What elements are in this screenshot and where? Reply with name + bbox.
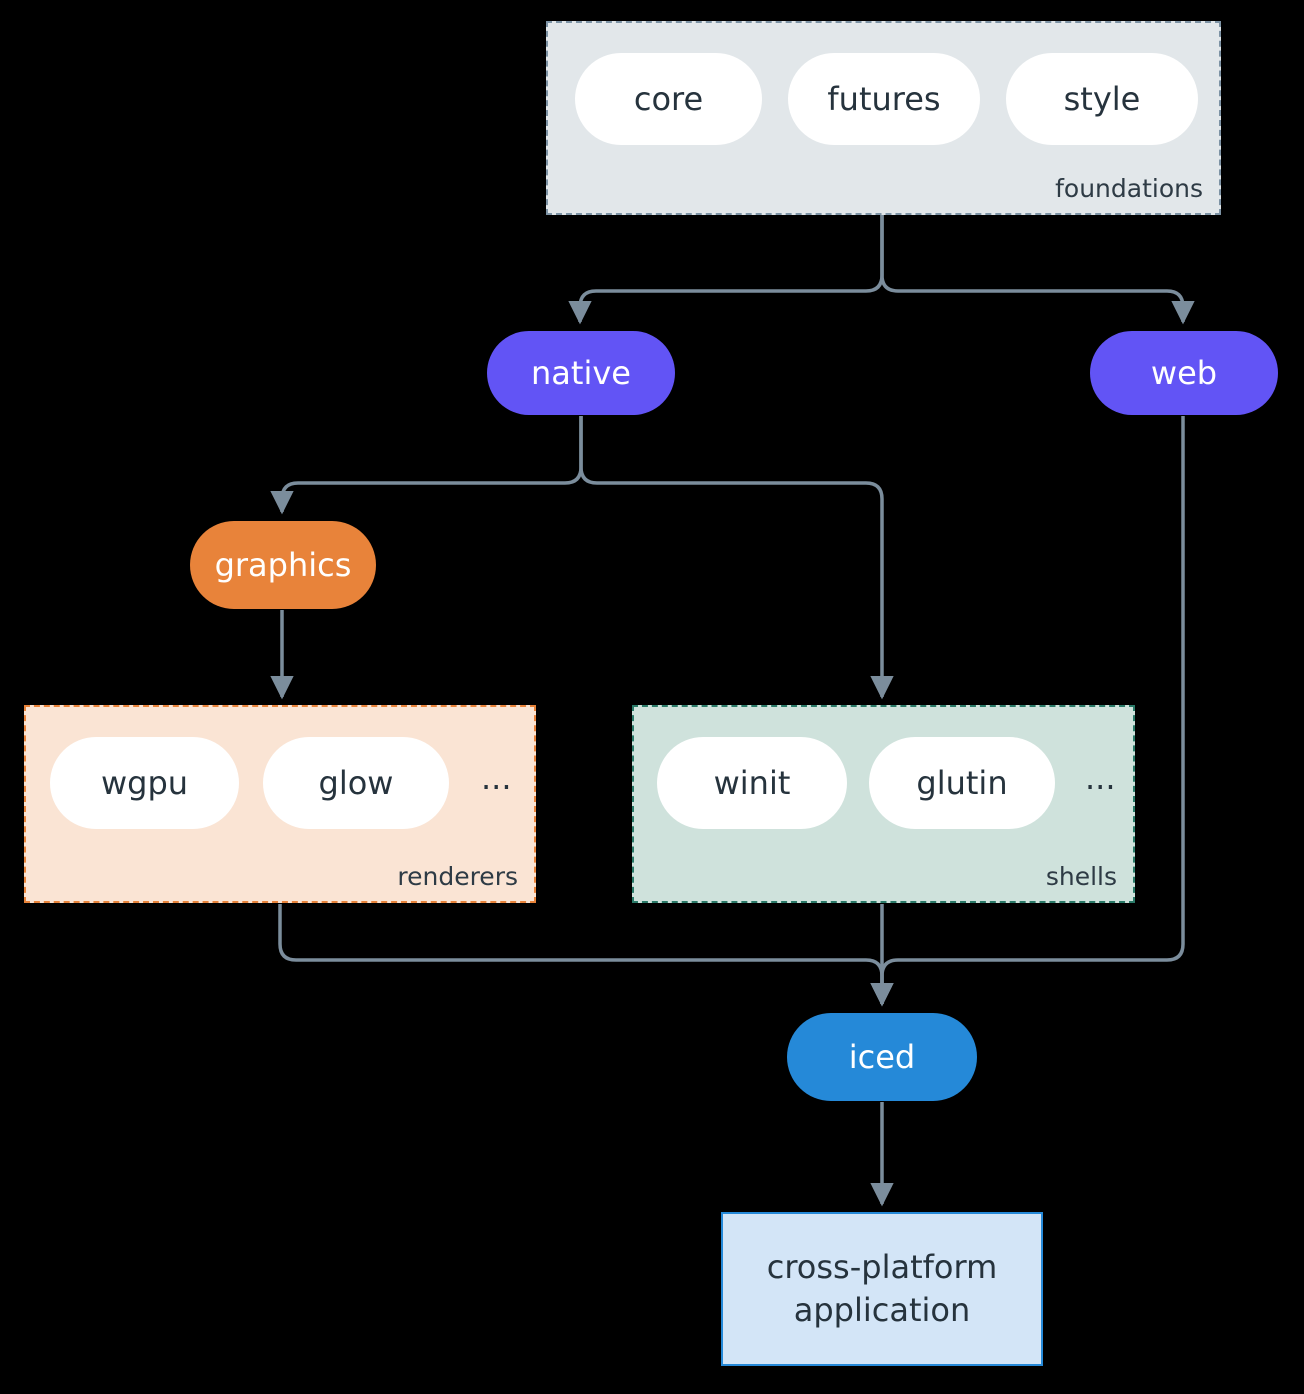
node-cross-platform-application[interactable]: cross-platform application — [721, 1212, 1043, 1366]
node-iced[interactable]: iced — [787, 1013, 977, 1101]
node-style[interactable]: style — [1006, 53, 1198, 145]
application-line-2: application — [793, 1291, 971, 1329]
node-glutin[interactable]: glutin — [869, 737, 1055, 829]
renderers-more-ellipsis: ... — [481, 759, 512, 797]
edge-web-iced — [870, 416, 1185, 1007]
shells-members: winit glutin ... — [657, 737, 1116, 829]
cluster-foundations: core futures style foundations — [546, 21, 1221, 215]
edge-native-shells — [579, 416, 894, 700]
node-winit[interactable]: winit — [657, 737, 847, 829]
edge-foundations-web — [880, 215, 1195, 325]
edge-native-graphics — [270, 416, 583, 515]
node-wgpu[interactable]: wgpu — [50, 737, 239, 829]
cluster-label-renderers: renderers — [397, 862, 518, 891]
node-futures[interactable]: futures — [788, 53, 980, 145]
renderers-members: wgpu glow ... — [50, 737, 512, 829]
shells-more-ellipsis: ... — [1085, 759, 1116, 797]
foundations-members: core futures style — [575, 53, 1198, 145]
cluster-label-shells: shells — [1045, 862, 1117, 891]
node-glow[interactable]: glow — [263, 737, 449, 829]
edge-foundations-native — [568, 215, 884, 325]
edge-renderers-iced — [278, 904, 894, 1007]
cluster-label-foundations: foundations — [1055, 174, 1203, 203]
node-native[interactable]: native — [487, 331, 675, 415]
application-line-1: cross-platform — [766, 1247, 998, 1286]
node-web[interactable]: web — [1090, 331, 1278, 415]
node-graphics[interactable]: graphics — [190, 521, 376, 609]
node-core[interactable]: core — [575, 53, 762, 145]
cluster-renderers: wgpu glow ... renderers — [24, 705, 536, 903]
cluster-shells: winit glutin ... shells — [632, 705, 1135, 903]
